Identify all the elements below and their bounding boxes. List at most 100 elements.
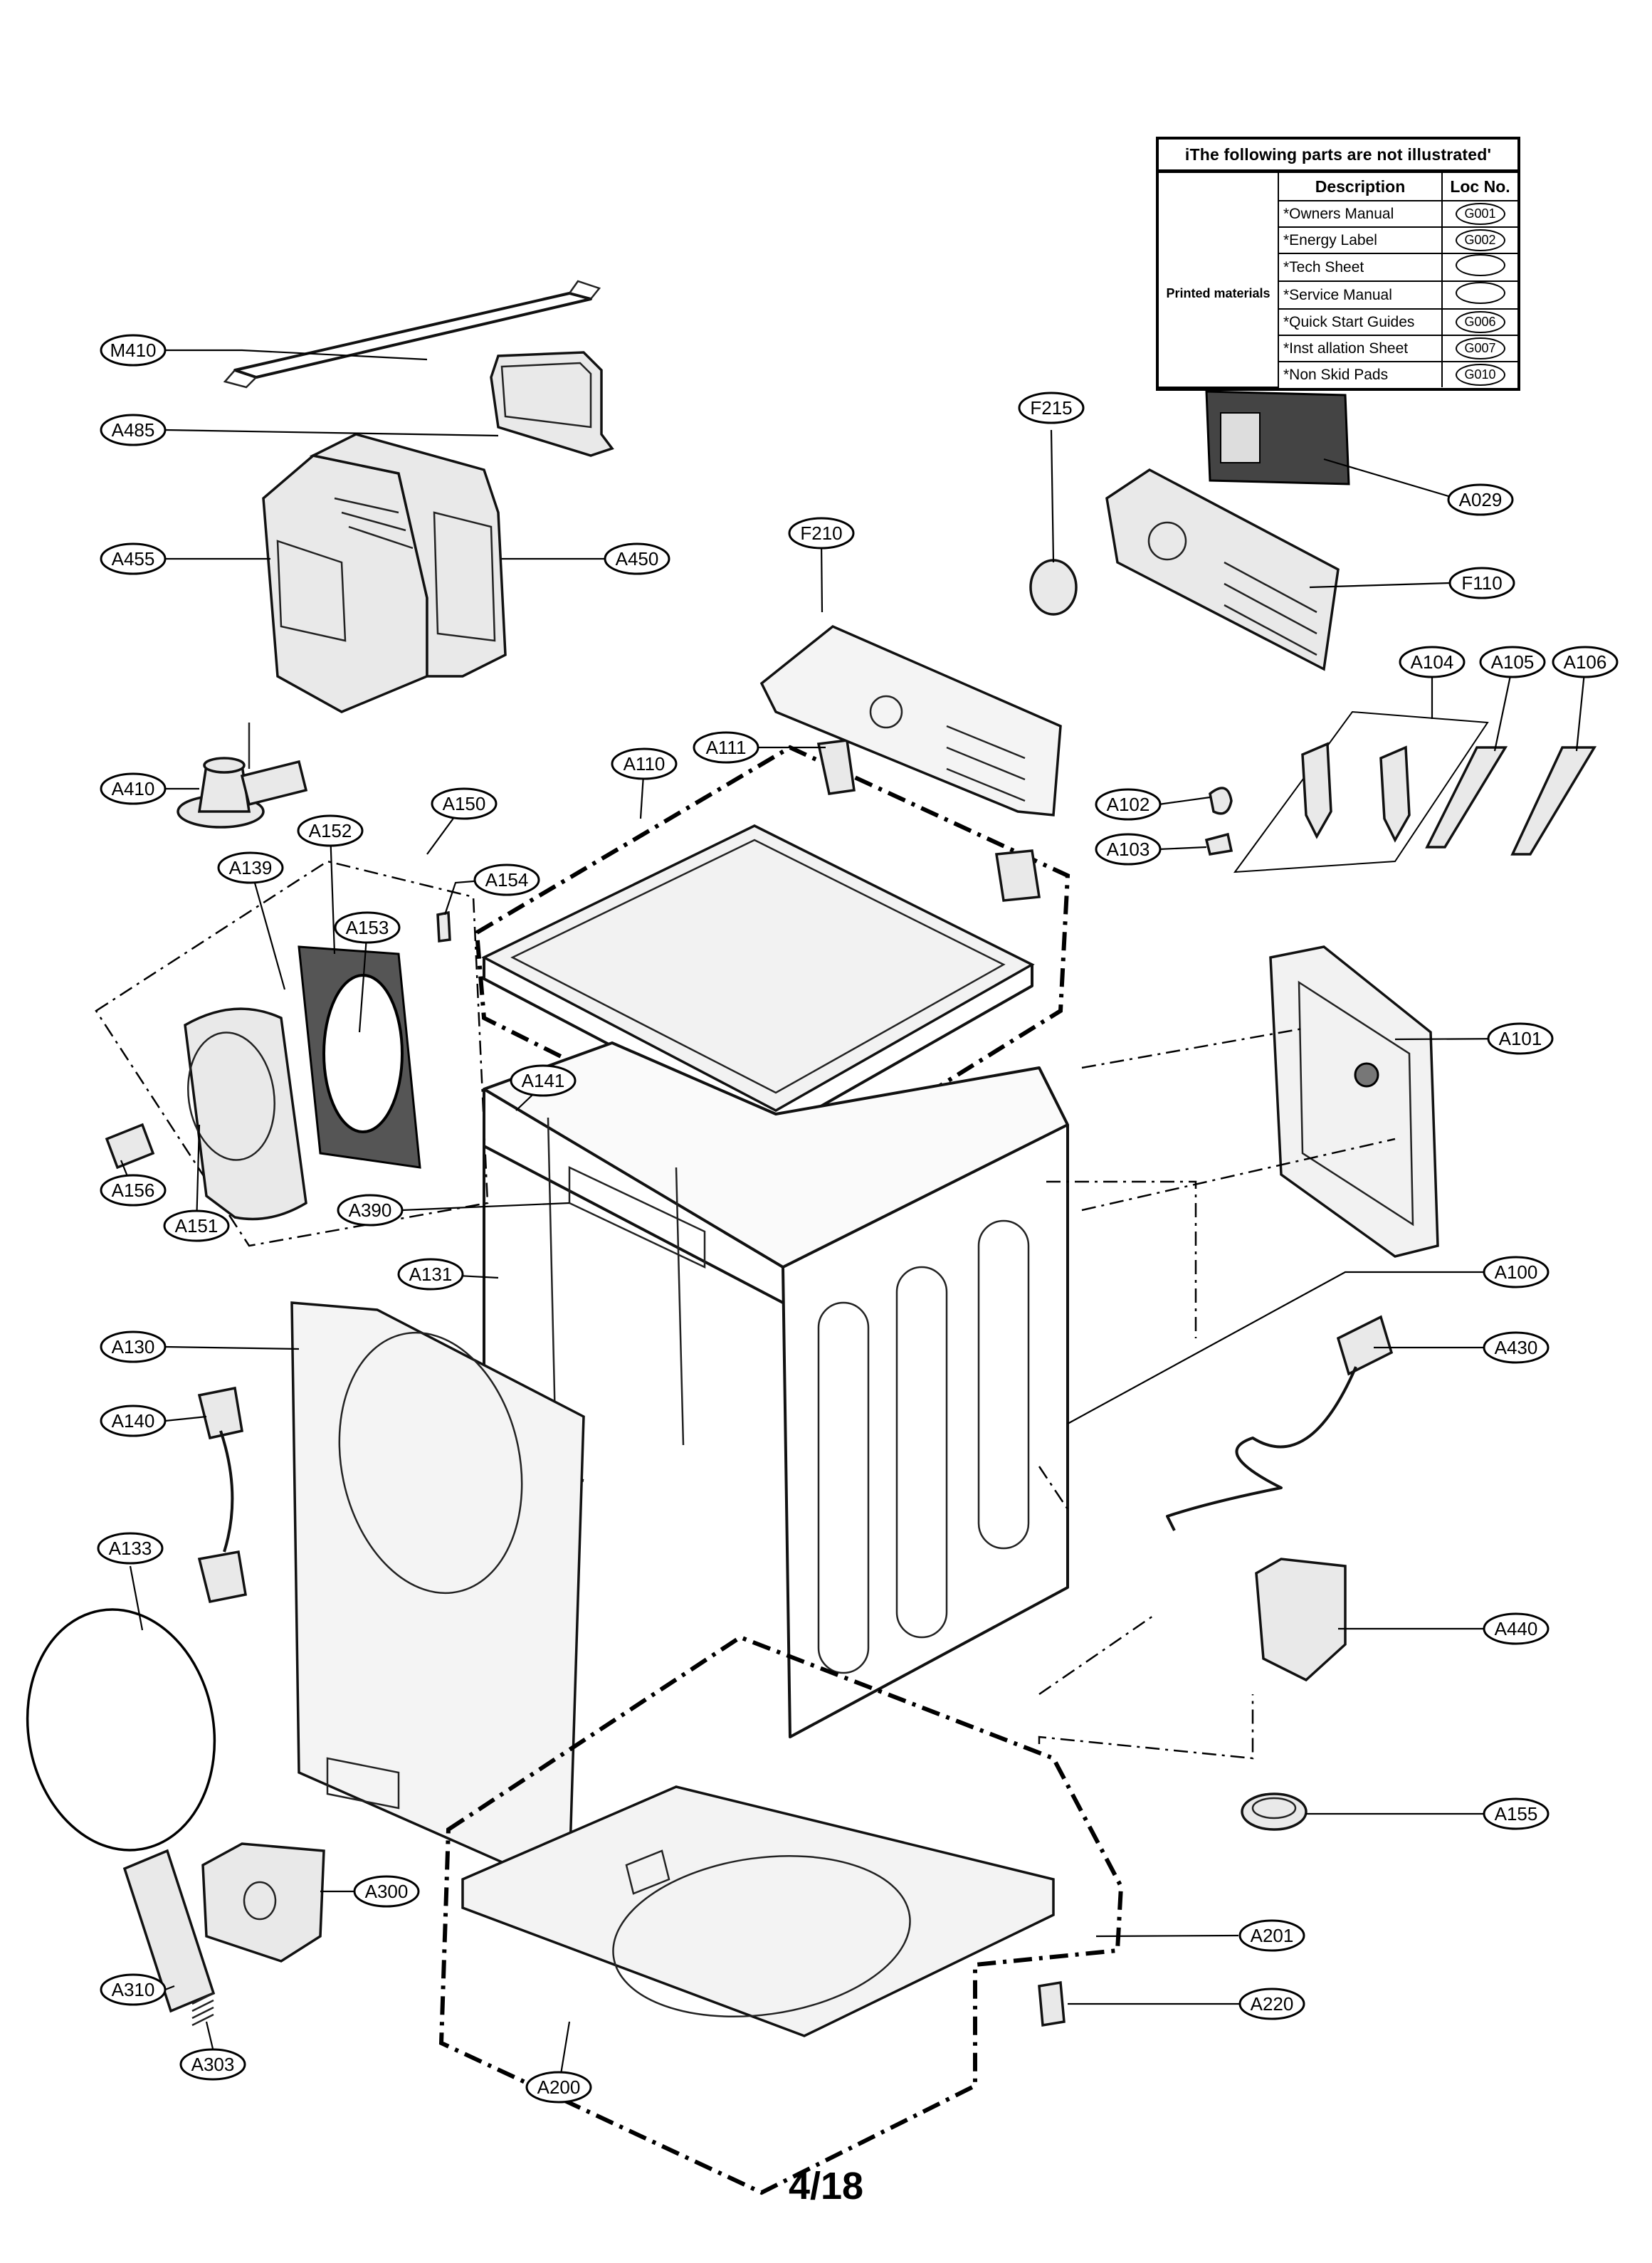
row-description: *Owners Manual xyxy=(1278,200,1443,228)
callout-a310: A310 xyxy=(100,1973,167,2006)
callout-a152: A152 xyxy=(297,814,364,847)
svg-text:A151: A151 xyxy=(175,1215,219,1236)
svg-text:A130: A130 xyxy=(112,1336,155,1358)
row-description: *Inst allation Sheet xyxy=(1278,335,1443,362)
part-a106-filter xyxy=(1510,746,1597,856)
callout-a303: A303 xyxy=(179,2048,246,2081)
svg-text:A430: A430 xyxy=(1495,1337,1538,1358)
callout-f110: F110 xyxy=(1448,567,1515,599)
svg-text:A200: A200 xyxy=(537,2076,581,2098)
svg-text:A101: A101 xyxy=(1499,1028,1542,1049)
callout-a104: A104 xyxy=(1399,646,1466,678)
callout-a440: A440 xyxy=(1483,1612,1550,1645)
svg-text:A156: A156 xyxy=(112,1180,155,1201)
group-outline-a104 xyxy=(1233,710,1489,873)
callout-a130: A130 xyxy=(100,1330,167,1363)
part-a140-hinge xyxy=(197,1386,248,1604)
row-description: *Non Skid Pads xyxy=(1278,361,1443,387)
callout-f210: F210 xyxy=(788,517,855,550)
part-a450-a455-housing xyxy=(262,433,507,713)
callout-a111: A111 xyxy=(693,731,759,764)
svg-text:A154: A154 xyxy=(485,869,529,891)
part-a300-dispenser xyxy=(201,1842,325,1963)
part-a155-grommet xyxy=(1241,1792,1308,1831)
group-label: Printed materials xyxy=(1159,201,1279,388)
svg-text:A153: A153 xyxy=(346,917,389,938)
callout-a200: A200 xyxy=(525,2071,592,2104)
svg-text:A106: A106 xyxy=(1564,651,1607,673)
part-f210-control-panel xyxy=(759,624,1062,817)
callout-a141: A141 xyxy=(510,1064,577,1097)
part-a485-box xyxy=(490,351,614,457)
callout-a156: A156 xyxy=(100,1174,167,1207)
guide-lines-rear xyxy=(1038,1027,1396,1760)
svg-text:A485: A485 xyxy=(112,419,155,441)
row-description: *Energy Label xyxy=(1278,226,1443,254)
callout-a140: A140 xyxy=(100,1404,167,1437)
svg-text:A133: A133 xyxy=(109,1538,152,1559)
header-blank xyxy=(1159,172,1279,201)
callout-a154: A154 xyxy=(473,863,540,896)
svg-text:F110: F110 xyxy=(1461,572,1502,594)
row-loc: G006 xyxy=(1441,308,1517,336)
table-caption: iThe following parts are not illustrated… xyxy=(1159,140,1517,172)
row-loc xyxy=(1441,253,1517,282)
not-illustrated-table: iThe following parts are not illustrated… xyxy=(1156,137,1520,391)
callout-a485: A485 xyxy=(100,414,167,446)
part-a111-hinge-2 xyxy=(994,849,1041,902)
svg-text:F210: F210 xyxy=(800,523,842,544)
part-a103 xyxy=(1204,832,1233,856)
svg-text:A110: A110 xyxy=(624,753,665,775)
svg-text:A103: A103 xyxy=(1107,839,1150,860)
svg-text:A303: A303 xyxy=(191,2054,235,2075)
part-a154-clip xyxy=(436,910,451,943)
svg-text:A220: A220 xyxy=(1251,1993,1294,2015)
callout-a300: A300 xyxy=(353,1875,420,1908)
svg-text:A029: A029 xyxy=(1459,489,1503,510)
page-number: 4/18 xyxy=(788,2165,864,2207)
group-outline-a150 xyxy=(95,860,489,1247)
callout-a153: A153 xyxy=(334,911,401,944)
callout-a390: A390 xyxy=(337,1194,404,1227)
row-description: *Tech Sheet xyxy=(1278,253,1443,282)
svg-text:A440: A440 xyxy=(1495,1618,1538,1639)
part-a410-motor xyxy=(177,723,308,829)
callout-a131: A131 xyxy=(397,1258,464,1291)
parts-table: Description Loc No. Printed materials *O… xyxy=(1159,172,1517,388)
part-a133-door-glass xyxy=(26,1608,216,1852)
part-a440-module xyxy=(1255,1558,1347,1682)
part-a130-front-panel xyxy=(290,1301,585,1881)
callout-a103: A103 xyxy=(1095,833,1162,866)
callout-a105: A105 xyxy=(1479,646,1546,678)
part-f110-control-board xyxy=(1105,468,1340,671)
row-loc: G002 xyxy=(1441,226,1517,254)
part-a105-filter xyxy=(1425,746,1508,849)
svg-text:A152: A152 xyxy=(309,820,352,841)
svg-text:A141: A141 xyxy=(522,1070,565,1091)
table-row: *Service Manual xyxy=(1159,280,1517,310)
table-row: *Quick Start Guides G006 xyxy=(1159,308,1517,336)
part-a152-door-frame xyxy=(298,945,421,1169)
callout-a133: A133 xyxy=(97,1532,164,1565)
svg-text:A139: A139 xyxy=(229,857,273,878)
callout-a220: A220 xyxy=(1238,1988,1305,2020)
header-loc: Loc No. xyxy=(1441,172,1517,201)
row-loc: G001 xyxy=(1441,200,1517,228)
callout-m410: M410 xyxy=(100,334,167,367)
part-a104-filters xyxy=(1301,742,1411,843)
callout-a029: A029 xyxy=(1447,483,1514,516)
svg-text:A131: A131 xyxy=(409,1264,453,1285)
part-a110-top-plate xyxy=(481,824,1035,1133)
callout-a151: A151 xyxy=(163,1209,230,1242)
svg-text:A450: A450 xyxy=(616,548,659,569)
table-row: *Tech Sheet xyxy=(1159,253,1517,282)
svg-text:A155: A155 xyxy=(1495,1803,1538,1824)
part-a303-spring xyxy=(191,1992,214,2027)
svg-text:A201: A201 xyxy=(1251,1925,1294,1946)
svg-text:A111: A111 xyxy=(706,737,747,758)
callout-a100: A100 xyxy=(1483,1256,1550,1288)
part-m410-bracket xyxy=(223,280,601,389)
part-a430-power-cord xyxy=(1166,1315,1394,1531)
table-row: *Non Skid Pads G010 xyxy=(1159,361,1517,387)
